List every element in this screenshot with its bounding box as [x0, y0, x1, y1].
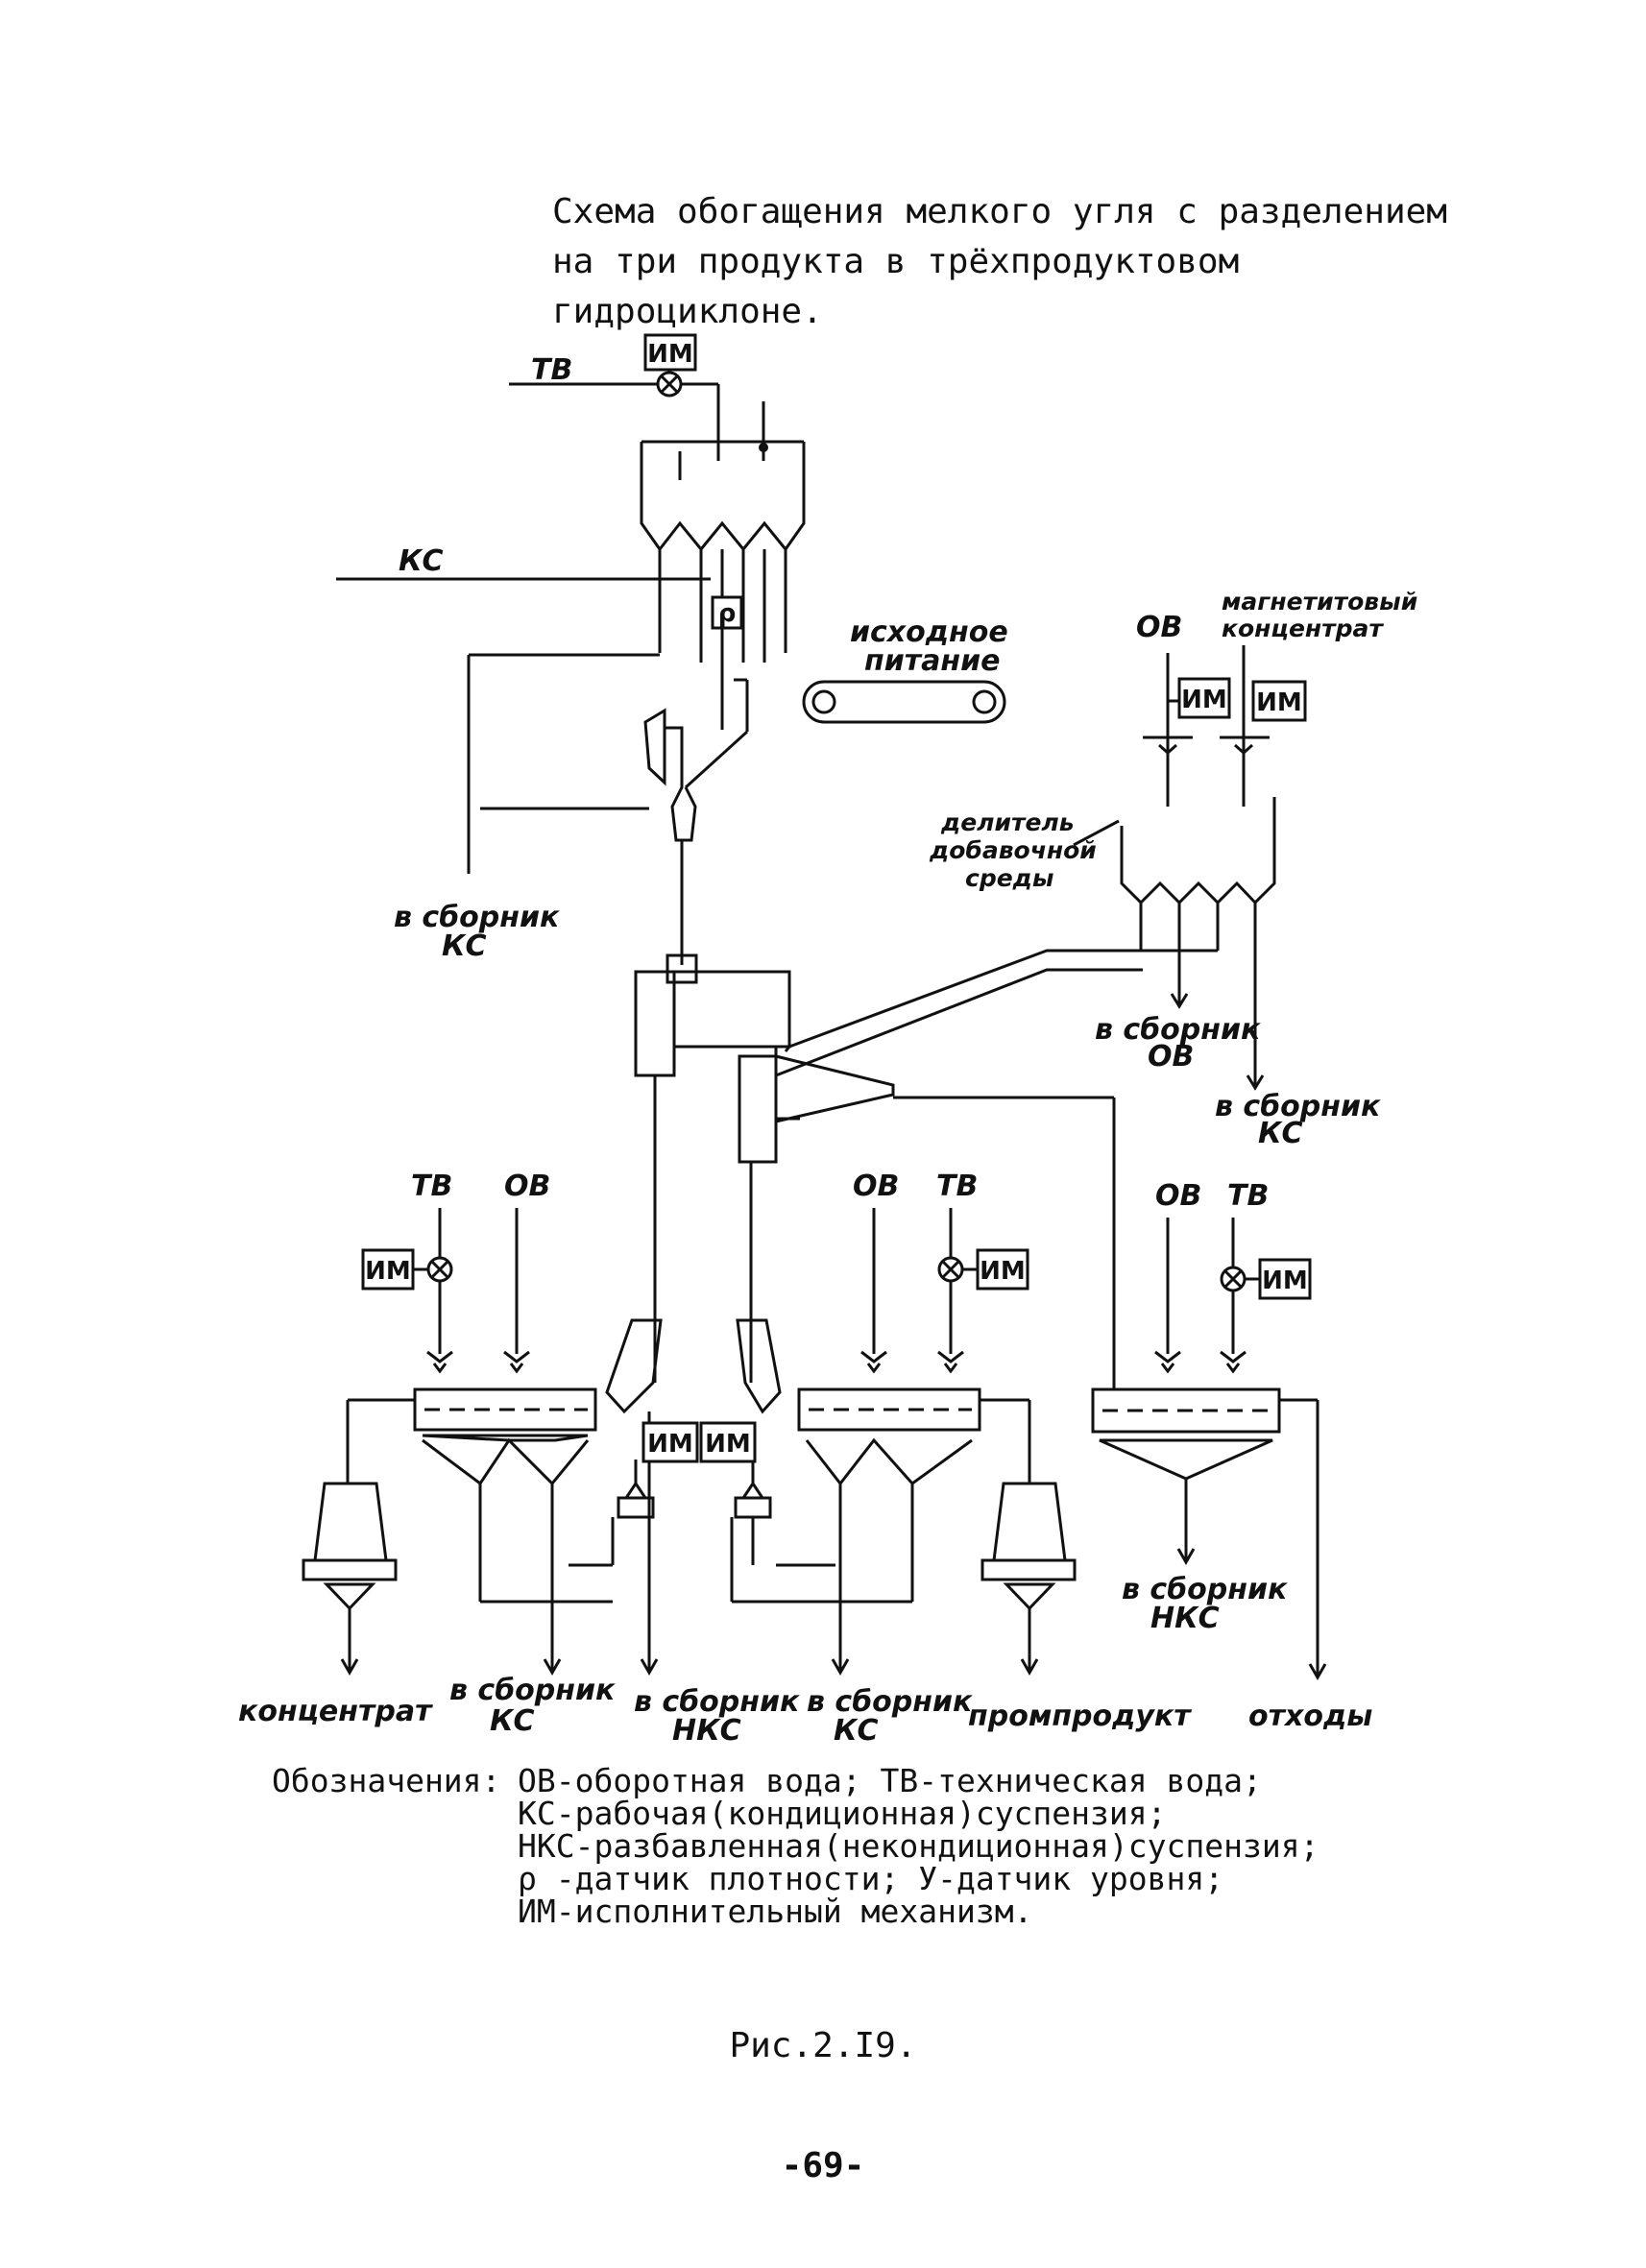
label-waste: отходы	[1248, 1700, 1372, 1733]
im-label: ИМ	[980, 1257, 1026, 1286]
label-divider-2: добавочной	[929, 836, 1097, 864]
label-to-collector-ks-left: в сборник КС	[394, 901, 560, 963]
label-divider-3: среды	[965, 864, 1053, 892]
svg-text:НКС: НКС	[1150, 1602, 1220, 1635]
svg-text:ОВ: ОВ	[1148, 1040, 1194, 1074]
figure-caption: Рис.2.I9.	[729, 2026, 917, 2065]
actuator-im-center-left: ИМ	[641, 1421, 699, 1463]
label-magnetite-2: концентрат	[1222, 615, 1384, 642]
svg-text:КС: КС	[442, 929, 487, 963]
svg-text:НКС: НКС	[672, 1714, 741, 1748]
legend-line: ИМ-исполнительный механизм.	[518, 1893, 1033, 1930]
svg-text:в сборник: в сборник	[394, 901, 560, 934]
splitter-right	[730, 1318, 912, 1604]
title-line: Схема обогащения мелкого угля с разделен…	[552, 192, 1447, 231]
title-line: гидроциклоне.	[552, 292, 823, 331]
label-middlings: промпродукт	[968, 1700, 1192, 1733]
label-to-collector-nks-center: в сборник НКС	[634, 1685, 800, 1748]
water-line-right: ИМ	[1154, 1218, 1312, 1374]
to-collector-ks-bottom-line	[543, 1658, 562, 1677]
screen-right	[1091, 1387, 1327, 1681]
label-to-collector-ks-right: в сборник КС	[1215, 1090, 1381, 1150]
legend-line: ОВ-оборотная вода; ТВ-техническая вода;	[518, 1762, 1262, 1799]
label-ov-middle: ОВ	[853, 1170, 899, 1203]
im-label: ИМ	[1181, 686, 1227, 714]
label-feed-1: исходное	[850, 615, 1008, 649]
label-to-collector-ov: в сборник ОВ	[1095, 1013, 1261, 1074]
screen-left	[346, 1387, 615, 1671]
centrifuge-middlings	[980, 1482, 1077, 1677]
svg-text:в сборник: в сборник	[449, 1674, 616, 1707]
screen-middle	[776, 1387, 1031, 1677]
label-tv-top: ТВ	[531, 353, 572, 387]
label-to-collector-ks-middle: в сборник КС	[807, 1685, 973, 1748]
label-concentrate: концентрат	[238, 1695, 433, 1728]
label-tv-left: ТВ	[411, 1170, 452, 1203]
label-ks-top: КС	[399, 544, 444, 578]
label-ov-left: ОВ	[504, 1170, 550, 1203]
to-collector-ks-right-line	[1246, 1074, 1265, 1091]
im-label: ИМ	[647, 340, 693, 369]
label-to-collector-nks-right: в сборник НКС	[1122, 1573, 1288, 1635]
primary-cyclone	[467, 653, 749, 960]
legend-heading: Обозначения:	[272, 1762, 501, 1799]
label-tv-right: ТВ	[1227, 1179, 1269, 1213]
svg-text:в сборник: в сборник	[1095, 1013, 1261, 1047]
legend-line: НКС-разбавленная(некондиционная)суспензи…	[518, 1827, 1319, 1865]
svg-text:в сборник: в сборник	[634, 1685, 800, 1719]
ov-dosing-line: ИМ	[1143, 653, 1231, 807]
centrifuge-concentrate	[302, 1482, 398, 1677]
figure-title: Схема обогащения мелкого угля с разделен…	[552, 187, 1513, 337]
im-label: ИМ	[1262, 1267, 1308, 1295]
splitter-left	[605, 1318, 663, 1677]
three-product-hydrocyclone	[634, 949, 1143, 1389]
label-ov-right: ОВ	[1155, 1179, 1201, 1213]
water-line-middle: ИМ	[860, 1208, 1029, 1374]
svg-text:КС: КС	[834, 1714, 879, 1748]
svg-text:в сборник: в сборник	[1215, 1090, 1381, 1123]
conveyor	[802, 680, 1006, 724]
svg-text:в сборник: в сборник	[1122, 1573, 1288, 1606]
svg-text:ρ: ρ	[718, 599, 737, 628]
label-tv-middle: ТВ	[936, 1170, 978, 1203]
label-feed-2: питание	[864, 644, 1000, 678]
actuator-im-top: ИМ	[643, 333, 697, 372]
density-sensor: ρ	[711, 595, 743, 630]
im-label: ИМ	[1256, 688, 1302, 717]
legend-line: ρ -датчик плотности; У-датчик уровня;	[518, 1860, 1224, 1897]
svg-text:КС: КС	[1258, 1117, 1303, 1150]
svg-text:КС: КС	[490, 1704, 535, 1738]
water-line-left: ИМ	[361, 1208, 530, 1374]
im-label: ИМ	[647, 1430, 693, 1459]
label-to-collector-ks-bottom: в сборник КС	[449, 1674, 616, 1738]
to-collector-ov-line	[1170, 951, 1189, 1009]
title-line: на три продукта в трёхпродуктовом	[552, 242, 1240, 281]
im-label: ИМ	[365, 1257, 411, 1286]
label-ov-right-top: ОВ	[1136, 611, 1182, 644]
im-label: ИМ	[705, 1430, 751, 1459]
legend-line: КС-рабочая(кондиционная)суспензия;	[518, 1795, 1167, 1832]
actuator-im-center-right: ИМ	[699, 1421, 757, 1463]
page-number: -69-	[781, 2146, 865, 2185]
top-water-supply	[509, 370, 720, 422]
magnetite-dosing-line: ИМ	[1220, 645, 1307, 807]
label-magnetite-1: магнетитовый	[1222, 588, 1417, 615]
label-divider-1: делитель	[940, 808, 1075, 836]
svg-text:в сборник: в сборник	[807, 1685, 973, 1719]
